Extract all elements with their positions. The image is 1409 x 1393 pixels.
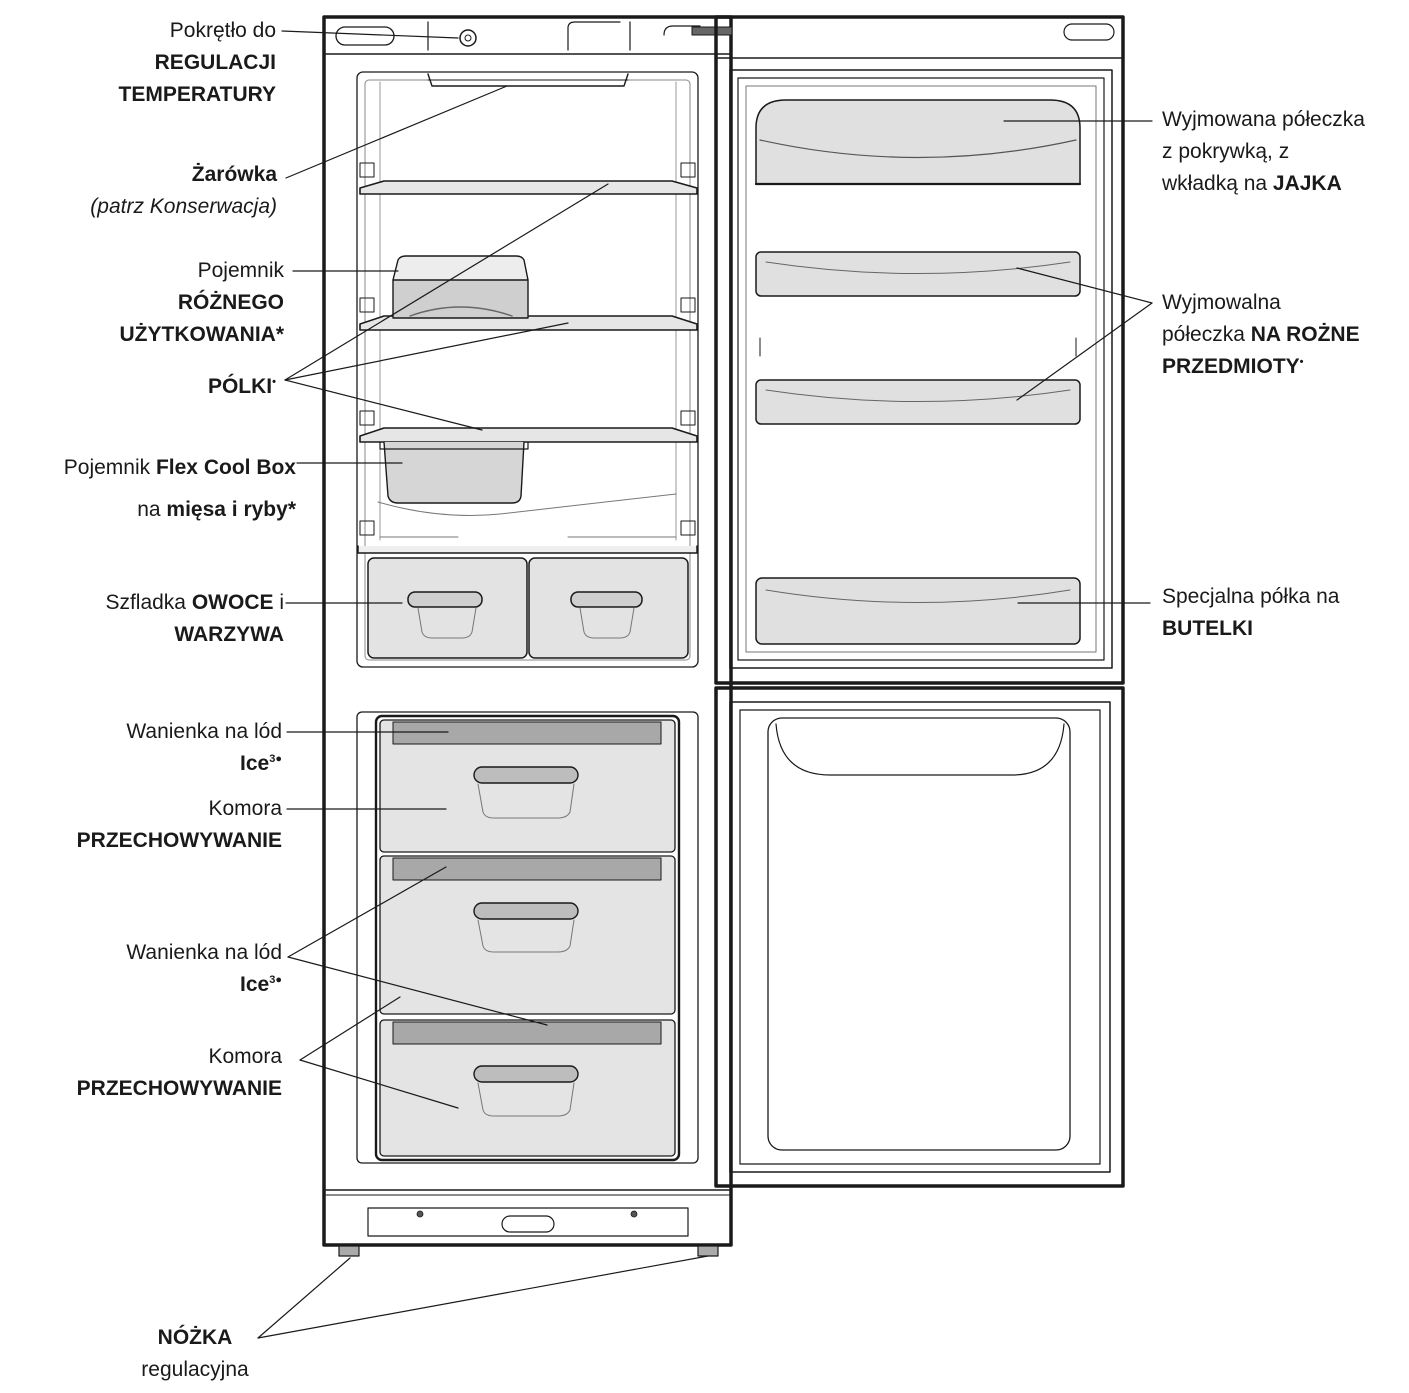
label-flex-cool-box: Pojemnik Flex Cool Box na mięsa i ryby* <box>64 447 296 531</box>
label-ice-tray-2-line1: Wanienka na lód <box>126 941 282 964</box>
label-bulb-line1: Żarówka <box>191 163 277 186</box>
label-misc-shelf-line1: Wyjmowalna <box>1162 291 1281 314</box>
label-storage-2-line1: Komora <box>208 1045 282 1068</box>
label-ice-tray-1-sup: 3● <box>269 753 282 765</box>
label-egg-shelf-line3: wkładką na JAJKA <box>1162 168 1365 200</box>
multi-use-container <box>392 255 529 319</box>
label-flex-cool-box-line1b: Flex Cool Box <box>155 456 296 479</box>
freezer-door <box>714 686 1125 1188</box>
label-vegetable-drawer-line1c: i <box>273 591 284 614</box>
door-shelf-1 <box>755 251 1081 297</box>
label-egg-shelf: Wyjmowana półeczka z pokrywką, z wkładką… <box>1162 104 1365 200</box>
label-vegetable-drawer-line1a: Szfladka <box>105 591 192 614</box>
leader-lines <box>257 30 1153 1339</box>
label-temperature-knob-line2: REGULACJI <box>154 51 276 74</box>
label-misc-shelf-mark: • <box>1299 356 1304 368</box>
label-ice-tray-2-sup: 3● <box>269 974 282 986</box>
shelf-1 <box>359 180 698 195</box>
label-ice-tray-1-line2: Ice3● <box>126 748 282 780</box>
label-bulb: Żarówka (patrz Konserwacja) <box>90 159 277 223</box>
label-flex-cool-box-line2a: na <box>137 498 167 521</box>
label-storage-2-line2: PRZECHOWYWANIE <box>76 1077 282 1100</box>
label-flex-cool-box-line1a: Pojemnik <box>63 456 156 479</box>
label-vegetable-drawer: Szfladka OWOCE i WARZYWA <box>105 587 284 651</box>
label-multi-container-line3: UŻYTKOWANIA* <box>119 323 285 346</box>
label-storage-2: Komora PRZECHOWYWANIE <box>77 1041 282 1105</box>
bottle-shelf <box>755 577 1081 645</box>
label-foot-line1: NÓŻKA <box>157 1326 233 1349</box>
fridge-door <box>714 15 1125 685</box>
label-ice-tray-2-text: Ice <box>240 973 270 996</box>
label-ice-tray-1-line1: Wanienka na lód <box>126 720 282 743</box>
label-egg-shelf-line3a: wkładką na <box>1162 172 1273 195</box>
label-misc-shelf-line2: półeczka NA ROŻNE <box>1162 319 1360 351</box>
vegetable-drawer-right <box>528 557 689 659</box>
label-temperature-knob-line1: Pokrętło do <box>169 19 276 42</box>
label-misc-shelf: Wyjmowalna półeczka NA ROŻNE PRZEDMIOTY• <box>1162 287 1360 383</box>
freezer-interior <box>356 711 699 1164</box>
label-foot-line2: regulacyjna <box>141 1358 249 1381</box>
freezer-drawer-1 <box>379 719 676 853</box>
thermostat-knob-icon <box>459 29 477 47</box>
label-ice-tray-1: Wanienka na lód Ice3● <box>126 716 282 780</box>
door-shelf-2 <box>755 379 1081 425</box>
freezer-drawer-3 <box>379 1019 676 1157</box>
label-shelves-text: PÓLKI <box>207 375 273 398</box>
label-shelves: PÓLKI• <box>208 371 276 403</box>
label-ice-tray-1-text: Ice <box>240 752 270 775</box>
label-misc-shelf-line3-text: PRZEDMIOTY <box>1162 355 1300 378</box>
label-misc-shelf-line2a: półeczka <box>1162 323 1251 346</box>
label-ice-tray-2-line2: Ice3● <box>126 969 282 1001</box>
label-vegetable-drawer-line2: WARZYWA <box>174 623 284 646</box>
label-ice-tray-2: Wanienka na lód Ice3● <box>126 937 282 1001</box>
foot-right <box>697 1245 719 1257</box>
plinth <box>325 1189 730 1257</box>
label-temperature-knob: Pokrętło do REGULACJI TEMPERATURY <box>119 15 277 111</box>
foot-left <box>338 1245 360 1257</box>
freezer-drawer-2 <box>379 855 676 1015</box>
shelf-2 <box>359 315 698 331</box>
label-misc-shelf-line3: PRZEDMIOTY• <box>1162 351 1360 383</box>
label-egg-shelf-line1: Wyjmowana półeczka <box>1162 108 1365 131</box>
label-multi-container-line1: Pojemnik <box>197 259 284 282</box>
label-multi-container: Pojemnik RÓŻNEGO UŻYTKOWANIA* <box>120 255 285 351</box>
label-storage-1: Komora PRZECHOWYWANIE <box>77 793 282 857</box>
cabinet <box>322 15 733 1247</box>
label-foot: NÓŻKA regulacyjna <box>120 1322 270 1386</box>
label-egg-shelf-line3b: JAJKA <box>1272 172 1342 195</box>
label-storage-1-line1: Komora <box>208 797 282 820</box>
shelf-3 <box>359 427 698 443</box>
label-vegetable-drawer-line1: Szfladka OWOCE i <box>105 587 284 619</box>
label-bottle-shelf-line2: BUTELKI <box>1162 617 1253 640</box>
egg-shelf <box>754 99 1082 186</box>
label-bottle-shelf-line1: Specjalna półka na <box>1162 585 1340 608</box>
label-bulb-line2: (patrz Konserwacja) <box>90 195 277 218</box>
flex-cool-box <box>377 441 677 516</box>
label-misc-shelf-line2b: NA ROŻNE <box>1250 323 1360 346</box>
label-multi-container-line2: RÓŻNEGO <box>177 291 284 314</box>
label-flex-cool-box-line2: na mięsa i ryby* <box>64 489 296 531</box>
label-flex-cool-box-line1: Pojemnik Flex Cool Box <box>64 447 296 489</box>
label-storage-1-line2: PRZECHOWYWANIE <box>76 829 282 852</box>
label-shelves-mark: • <box>272 376 276 388</box>
label-bottle-shelf: Specjalna półka na BUTELKI <box>1162 581 1339 645</box>
label-vegetable-drawer-line1b: OWOCE <box>191 591 274 614</box>
vegetable-drawer-left <box>367 557 528 659</box>
fridge-interior <box>356 71 699 668</box>
label-flex-cool-box-line2b: mięsa i ryby* <box>166 498 296 521</box>
label-egg-shelf-line2: z pokrywką, z <box>1162 140 1290 163</box>
label-temperature-knob-line3: TEMPERATURY <box>118 83 277 106</box>
